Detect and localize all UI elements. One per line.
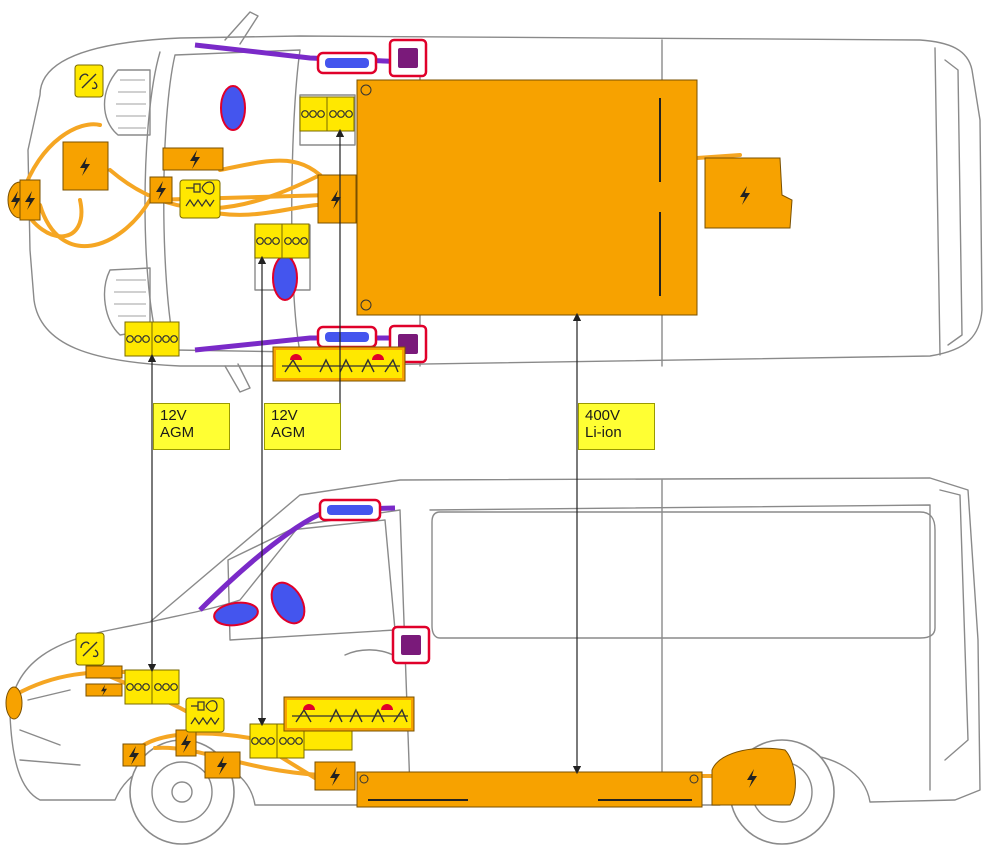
seatbelt-pretensioner-top (272, 346, 406, 382)
seatbelt-pretensioner-side (283, 696, 415, 732)
charging-socket-side (5, 686, 23, 720)
top-view-body-outline (27, 35, 983, 367)
label-seat-type: AGM (271, 424, 306, 441)
battery-mount-icon (360, 84, 372, 96)
service-disconnect-icon (79, 73, 98, 90)
gas-generator-top-left (325, 58, 369, 68)
hv-battery-side (356, 771, 703, 808)
pyro-fuse-icon (190, 700, 220, 726)
charging-port-side-1 (85, 665, 123, 679)
driver-airbag-top (220, 85, 246, 131)
passenger-airbag-side (270, 581, 306, 625)
pyro-fuse-top (179, 179, 221, 219)
passenger-airbag-top (272, 255, 298, 301)
lv-battery-rear-top (299, 96, 355, 132)
gas-generator-side (327, 505, 373, 515)
label-front-type: AGM (160, 424, 195, 441)
lv-battery-front-top (124, 321, 180, 357)
label-front-12v-agm: 12V AGM (153, 403, 230, 450)
gas-inflator-top-left (398, 48, 418, 68)
service-disconnect-icon (80, 641, 99, 658)
lv-battery-seat-top (254, 223, 310, 259)
lv-battery-rear-side (303, 729, 353, 751)
driver-airbag-side (213, 601, 259, 627)
battery-mount-icon (360, 299, 372, 311)
label-hv-voltage: 400V (585, 407, 621, 424)
label-hv-400v-li-ion: 400V Li-ion (578, 403, 655, 450)
dc-dc-converter-side (204, 751, 241, 779)
label-seat-voltage: 12V (271, 407, 298, 424)
lv-battery-front-side (124, 669, 180, 705)
label-hv-type: Li-ion (585, 424, 622, 441)
gas-generator-top-right (325, 332, 369, 342)
hv-battery-top (356, 79, 698, 316)
label-front-voltage: 12V (160, 407, 187, 424)
pyro-fuse-side (185, 697, 225, 733)
label-seat-12v-agm: 12V AGM (264, 403, 341, 450)
pyro-fuse-icon (185, 181, 215, 208)
gas-inflator-side (401, 635, 421, 655)
